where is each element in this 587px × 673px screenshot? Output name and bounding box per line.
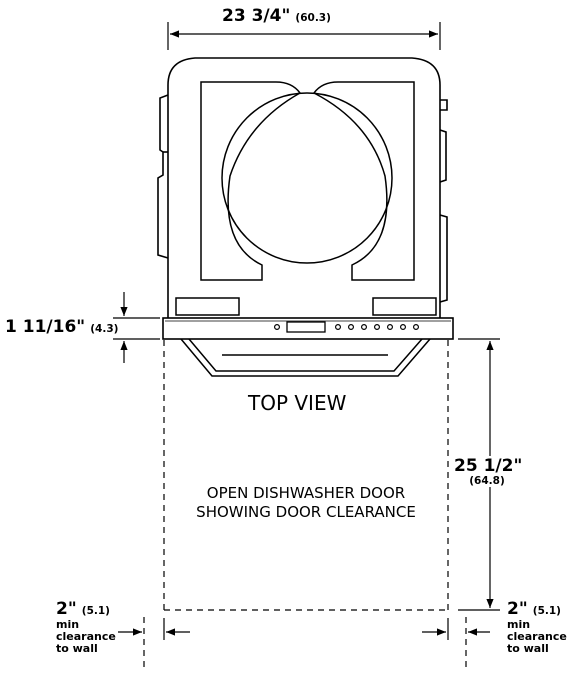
left-clearance-line-3: to wall <box>56 642 98 655</box>
width-metric: (60.3) <box>295 12 331 24</box>
view-title: TOP VIEW <box>248 391 347 415</box>
right-clearance-line-2: clearance <box>507 630 567 643</box>
control-buttons <box>274 324 420 331</box>
left-rail <box>175 297 240 316</box>
right-clearance-metric: (5.1) <box>532 605 561 617</box>
tub-outline-right <box>312 81 415 281</box>
left-clearance-value: 2" <box>56 599 77 619</box>
width-value: 23 3/4" <box>222 6 291 26</box>
right-clearance-line-1: min <box>507 618 531 631</box>
door-handle <box>180 338 431 377</box>
dishwasher-body <box>157 57 448 318</box>
width-label: 23 3/4" (60.3) <box>222 6 331 26</box>
panel-thickness-dimension <box>113 292 160 363</box>
tub-outline <box>200 81 302 281</box>
right-rail <box>372 297 437 316</box>
control-display <box>286 321 326 333</box>
left-clearance-label: 2" (5.1) min clearance to wall <box>56 599 116 655</box>
left-clearance-line-1: min <box>56 618 80 631</box>
depth-value: 25 1/2" <box>454 456 523 476</box>
panel-thickness-label: 1 11/16" (4.3) <box>5 317 118 337</box>
door-note-line2: SHOWING DOOR CLEARANCE <box>196 503 416 521</box>
depth-metric: (64.8) <box>469 475 505 487</box>
control-panel <box>162 317 454 340</box>
depth-label: 25 1/2" (64.8) <box>454 456 523 487</box>
panel-thickness-metric: (4.3) <box>90 323 119 335</box>
width-dimension <box>167 22 441 50</box>
right-clearance-value: 2" <box>507 599 528 619</box>
spray-arm-circle <box>221 92 393 264</box>
door-clearance-note: OPEN DISHWASHER DOOR SHOWING DOOR CLEARA… <box>188 484 424 522</box>
right-clearance-dimension <box>422 617 490 668</box>
left-clearance-line-2: clearance <box>56 630 116 643</box>
door-note-line1: OPEN DISHWASHER DOOR <box>206 484 406 502</box>
left-clearance-metric: (5.1) <box>81 605 110 617</box>
panel-thickness-value: 1 11/16" <box>5 317 86 337</box>
right-clearance-label: 2" (5.1) min clearance to wall <box>507 599 567 655</box>
open-door-outline <box>163 340 449 611</box>
left-clearance-dimension <box>118 617 190 668</box>
right-clearance-line-3: to wall <box>507 642 549 655</box>
